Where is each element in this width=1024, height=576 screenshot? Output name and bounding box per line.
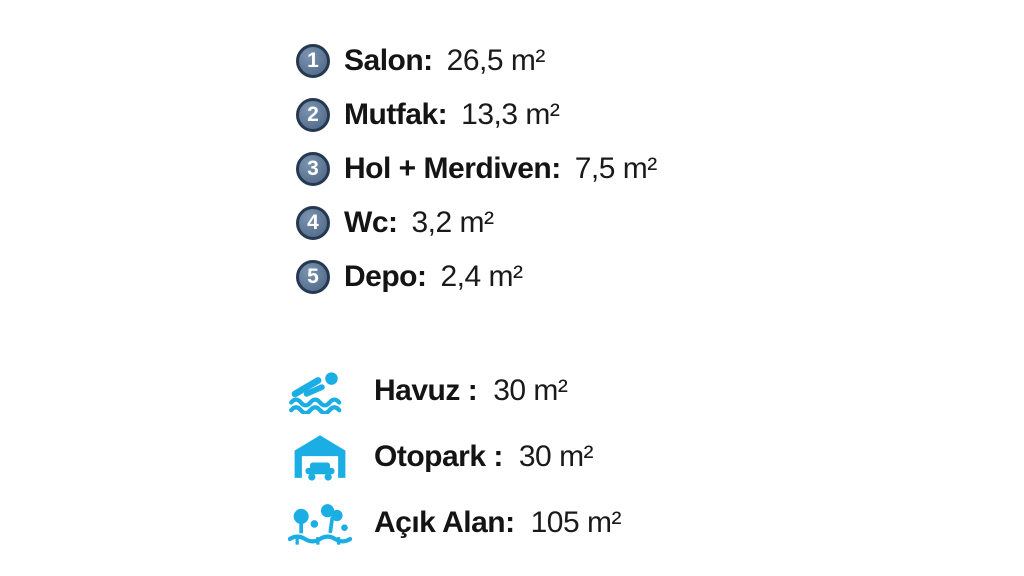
room-list-item: 5 Depo: 2,4 m² — [296, 250, 657, 304]
room-list-item: 3 Hol + Merdiven: 7,5 m² — [296, 142, 657, 196]
amenity-label: Açık Alan: — [374, 506, 515, 539]
amenity-list-item: Açık Alan: 105 m² — [282, 490, 621, 556]
room-legend: 1 Salon: 26,5 m² 2 Mutfak: 13,3 m² 3 Hol… — [296, 34, 657, 304]
amenity-label: Otopark : — [374, 440, 503, 473]
room-list-item: 4 Wc: 3,2 m² — [296, 196, 657, 250]
room-label: Salon: — [344, 44, 433, 77]
amenity-value: 30 m² — [493, 374, 568, 407]
room-list-item: 1 Salon: 26,5 m² — [296, 34, 657, 88]
room-label: Depo: — [344, 260, 427, 293]
room-value: 2,4 m² — [440, 260, 524, 293]
amenity-list-item: Havuz : 30 m² — [282, 358, 621, 424]
room-list-item: 2 Mutfak: 13,3 m² — [296, 88, 657, 142]
room-value: 26,5 m² — [446, 44, 546, 77]
garage-icon — [282, 432, 358, 482]
room-label: Hol + Merdiven: — [344, 152, 561, 185]
number-badge: 1 — [296, 44, 330, 78]
swimmer-icon — [282, 368, 358, 414]
room-label: Mutfak: — [344, 98, 448, 131]
number-badge: 5 — [296, 260, 330, 294]
garden-icon — [282, 499, 358, 547]
amenity-value: 30 m² — [518, 440, 594, 473]
number-badge: 4 — [296, 206, 330, 240]
amenity-value: 105 m² — [530, 506, 622, 539]
number-badge: 3 — [296, 152, 330, 186]
amenity-list-item: Otopark : 30 m² — [282, 424, 621, 490]
room-label: Wc: — [344, 206, 398, 239]
amenity-label: Havuz : — [374, 374, 478, 407]
amenity-legend: Havuz : 30 m² Otopark : 30 m² — [282, 358, 621, 556]
room-value: 7,5 m² — [574, 152, 658, 185]
room-value: 3,2 m² — [411, 206, 495, 239]
number-badge: 2 — [296, 98, 330, 132]
room-value: 13,3 m² — [461, 98, 560, 131]
